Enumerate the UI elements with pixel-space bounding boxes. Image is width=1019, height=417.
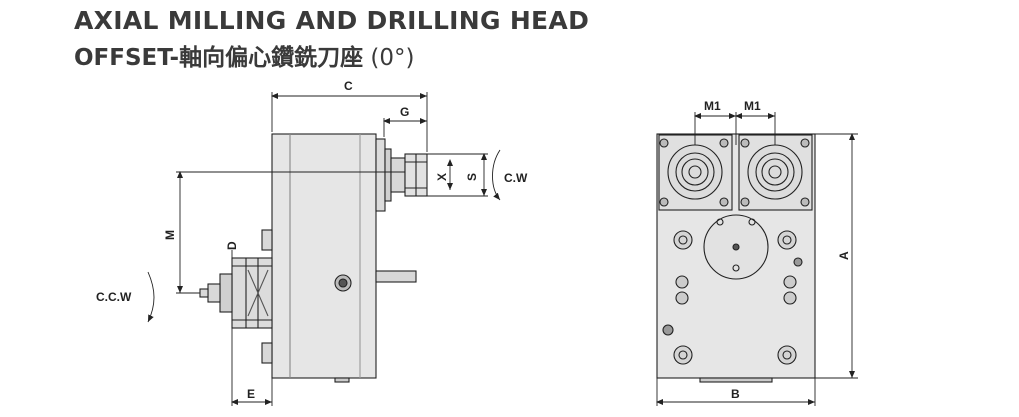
label-cw: C.W	[504, 171, 528, 185]
dim-c: C	[344, 79, 353, 93]
side-dimension-labels: C G X S C.W M D E C.C.W	[96, 79, 528, 401]
dim-s: S	[465, 173, 479, 181]
front-dimension-labels: M1 M1 A B	[704, 99, 851, 401]
side-view	[199, 133, 428, 383]
title-prefix: OFFSET-	[74, 45, 180, 71]
dim-b: B	[731, 387, 740, 401]
input-drive	[231, 257, 273, 329]
front-view	[656, 133, 816, 383]
side-flange	[375, 138, 386, 212]
dim-m1-right: M1	[744, 99, 761, 113]
dim-e: E	[247, 387, 255, 401]
dim-m: M	[163, 230, 177, 240]
label-ccw: C.C.W	[96, 290, 132, 304]
dim-m1-left: M1	[704, 99, 721, 113]
title-chinese: 軸向偏心鑽銑刀座	[179, 45, 364, 71]
dim-x: X	[435, 173, 449, 181]
title-angle: (0°)	[363, 45, 415, 71]
title-line-1: AXIAL MILLING AND DRILLING HEAD	[74, 6, 590, 35]
dim-d: D	[225, 241, 239, 250]
side-dimensions	[147, 92, 501, 406]
side-body	[271, 133, 377, 379]
front-dimensions	[656, 112, 858, 406]
title-line-2: OFFSET-軸向偏心鑽銑刀座 (0°)	[74, 38, 415, 72]
dim-a: A	[837, 251, 851, 260]
dim-g: G	[400, 105, 409, 119]
